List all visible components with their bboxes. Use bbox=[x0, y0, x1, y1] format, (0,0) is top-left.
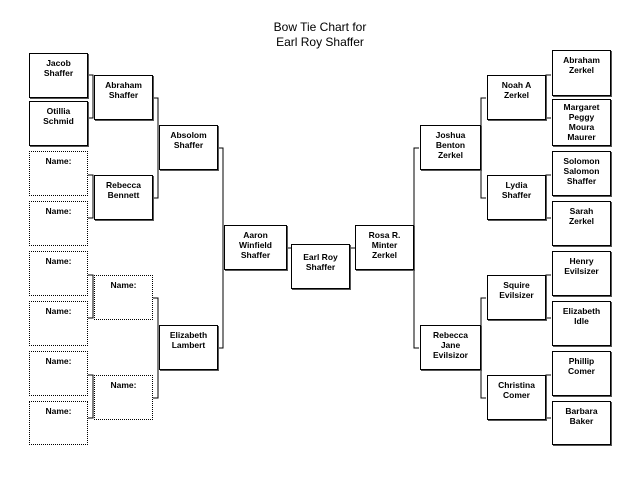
mother-box: Rosa R. Minter Zerkel bbox=[355, 225, 414, 270]
left-g2-label-2: Elizabeth Lambert bbox=[169, 330, 208, 350]
right-g4-label-6: Elizabeth Idle bbox=[562, 306, 601, 326]
connector-right-g4-pair2 bbox=[545, 174, 551, 219]
left-g4-label-5: Name: bbox=[45, 256, 72, 266]
left-g4-label-8: Name: bbox=[45, 406, 72, 416]
left-g3-label-3: Name: bbox=[110, 280, 137, 290]
right-g4-box-6: Elizabeth Idle bbox=[552, 301, 611, 346]
left-g3-label-1: Abraham Shaffer bbox=[105, 80, 142, 100]
right-g4-box-8: Barbara Baker bbox=[552, 401, 611, 445]
left-g4-box-7: Name: bbox=[29, 351, 88, 396]
root-person-label: Earl Roy Shaffer bbox=[303, 252, 338, 272]
left-g4-box-6: Name: bbox=[29, 301, 88, 346]
right-g3-label-4: Christina Comer bbox=[498, 380, 535, 400]
left-g4-box-5: Name: bbox=[29, 251, 88, 296]
left-g2-label-1: Absolom Shaffer bbox=[170, 130, 207, 150]
left-g2-box-2: Elizabeth Lambert bbox=[159, 325, 218, 370]
right-g4-label-4: Sarah Zerkel bbox=[568, 206, 595, 226]
right-g3-box-4: Christina Comer bbox=[487, 375, 546, 420]
right-g3-box-3: Squire Evilsizer bbox=[487, 275, 546, 320]
right-g3-label-1: Noah A Zerkel bbox=[501, 80, 532, 100]
left-g3-box-4: Name: bbox=[94, 375, 153, 420]
connector-left-g4-pair4 bbox=[88, 374, 94, 419]
right-g4-box-3: Solomon Salomon Shaffer bbox=[552, 151, 611, 196]
left-g4-label-4: Name: bbox=[45, 206, 72, 216]
right-g4-box-4: Sarah Zerkel bbox=[552, 201, 611, 246]
mother-label: Rosa R. Minter Zerkel bbox=[368, 230, 401, 260]
connector-right-g4-pair1 bbox=[545, 74, 551, 119]
connector-right-g3-pair2 bbox=[480, 297, 486, 399]
right-g4-label-7: Phillip Comer bbox=[568, 356, 595, 376]
left-g4-box-4: Name: bbox=[29, 201, 88, 246]
father-label: Aaron Winfield Shaffer bbox=[239, 230, 272, 260]
right-g3-label-2: Lydia Shaffer bbox=[501, 180, 532, 200]
left-g4-box-2: Otillia Schmid bbox=[29, 101, 88, 146]
left-g4-box-1: Jacob Shaffer bbox=[29, 53, 88, 98]
connector-left-g4-pair1 bbox=[88, 74, 94, 119]
left-g4-box-8: Name: bbox=[29, 401, 88, 445]
left-g4-label-1: Jacob Shaffer bbox=[43, 58, 74, 78]
right-g4-label-5: Henry Evilsizer bbox=[564, 256, 599, 276]
connector-right-g4-pair3 bbox=[545, 274, 551, 319]
left-g4-label-6: Name: bbox=[45, 306, 72, 316]
connector-right-g3-pair1 bbox=[480, 97, 486, 199]
right-g4-box-5: Henry Evilsizer bbox=[552, 251, 611, 296]
right-g4-label-1: Abraham Zerkel bbox=[563, 55, 600, 75]
connector-left-g3-pair2 bbox=[153, 297, 159, 399]
left-g4-box-3: Name: bbox=[29, 151, 88, 196]
right-g3-label-3: Squire Evilsizer bbox=[499, 280, 534, 300]
left-g3-box-2: Rebecca Bennett bbox=[94, 175, 153, 220]
right-g4-box-1: Abraham Zerkel bbox=[552, 50, 611, 96]
left-g4-label-2: Otillia Schmid bbox=[43, 106, 74, 126]
right-g4-label-3: Solomon Salomon Shaffer bbox=[563, 156, 600, 186]
chart-title-line2: Earl Roy Shaffer bbox=[276, 35, 364, 49]
root-person-box: Earl Roy Shaffer bbox=[291, 244, 350, 289]
right-g2-box-1: Joshua Benton Zerkel bbox=[420, 125, 481, 170]
right-g4-box-2: Margaret Peggy Moura Maurer bbox=[552, 99, 611, 146]
connector-right-g4-pair4 bbox=[545, 374, 551, 419]
right-g4-box-7: Phillip Comer bbox=[552, 351, 611, 396]
connector-left-g2-pair bbox=[218, 147, 224, 349]
right-g3-box-1: Noah A Zerkel bbox=[487, 75, 546, 120]
connector-left-g4-pair2 bbox=[88, 174, 94, 219]
connector-right-g2-pair bbox=[413, 147, 419, 349]
right-g2-label-1: Joshua Benton Zerkel bbox=[435, 130, 466, 160]
right-g2-label-2: Rebecca Jane Evilsizor bbox=[433, 330, 468, 360]
connector-left-g3-pair1 bbox=[153, 97, 159, 199]
right-g2-box-2: Rebecca Jane Evilsizor bbox=[420, 325, 481, 370]
left-g3-box-1: Abraham Shaffer bbox=[94, 75, 153, 120]
connector-left-g4-pair3 bbox=[88, 274, 94, 319]
right-g4-label-2: Margaret Peggy Moura Maurer bbox=[563, 102, 600, 142]
left-g3-label-4: Name: bbox=[110, 380, 137, 390]
left-g2-box-1: Absolom Shaffer bbox=[159, 125, 218, 170]
left-g4-label-7: Name: bbox=[45, 356, 72, 366]
right-g4-label-8: Barbara Baker bbox=[565, 406, 598, 426]
chart-title-line1: Bow Tie Chart for bbox=[273, 20, 367, 34]
left-g3-box-3: Name: bbox=[94, 275, 153, 320]
left-g3-label-2: Rebecca Bennett bbox=[106, 180, 141, 200]
left-g4-label-3: Name: bbox=[45, 156, 72, 166]
right-g3-box-2: Lydia Shaffer bbox=[487, 175, 546, 220]
father-box: Aaron Winfield Shaffer bbox=[224, 225, 287, 270]
